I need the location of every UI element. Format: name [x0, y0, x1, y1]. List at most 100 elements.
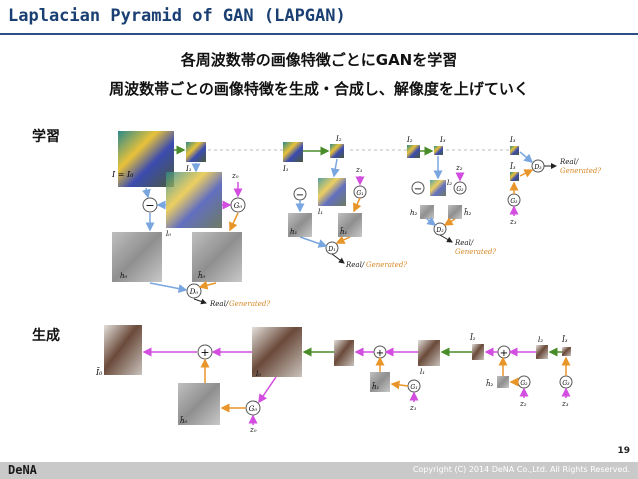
- z1-label: z₁: [355, 166, 363, 174]
- D1-generated-text: Generated?: [366, 261, 407, 269]
- gen-plus-symbol-0: +: [200, 346, 209, 359]
- gen-image-h1-tilde: [370, 372, 390, 392]
- gen-image-l1: [418, 340, 440, 366]
- arrow-G1-h1tilde: [353, 197, 362, 213]
- gen-label-l2: l₂: [538, 336, 543, 344]
- copyright-text: Copyright (C) 2014 DeNA Co.,Ltd. All Rig…: [412, 465, 630, 474]
- gen-image-I2-tilde: [472, 344, 484, 360]
- label-h1-tilde: h̃₁: [340, 227, 348, 236]
- arrow-h0tilde-D0: [198, 280, 217, 290]
- gen-label-I3-tilde: Ĩ₃: [561, 335, 568, 344]
- D3-generated-text: Generated?: [560, 167, 601, 175]
- gen-arrow-G1-h1: [390, 380, 409, 390]
- arrow-G0-h0tilde: [229, 212, 239, 232]
- D2-real-text: Real/: [454, 239, 474, 247]
- label-h0-tilde: h̃₀: [198, 271, 206, 280]
- image-h1: [288, 213, 312, 237]
- label-h0: h₀: [120, 272, 128, 280]
- arrow-I3-D3: [519, 151, 534, 163]
- arrow-h2tilde-D2: [443, 217, 456, 226]
- D2-label: D₂: [435, 227, 444, 234]
- arrow-h1-D1: [299, 236, 328, 248]
- D0-generated-text: Generated?: [229, 300, 270, 308]
- section-label-training: 学習: [32, 129, 60, 145]
- G3-label: G₃: [510, 198, 518, 205]
- z0-label: z₀: [231, 172, 239, 180]
- label-I3: I₃: [439, 136, 446, 144]
- arrow-D2-out: [439, 234, 453, 243]
- arrow-upsample-1: [330, 158, 340, 178]
- image-l1: [318, 178, 346, 206]
- image-h1-tilde: [338, 213, 362, 237]
- lapgan-diagram: I = I₀ I₁ l₀ − h₀ h̃₀ G₀ z₀: [95, 131, 601, 434]
- label-l2: l₂: [447, 179, 452, 187]
- arrow-D0-out: [193, 298, 207, 305]
- subtitle-line-2: 周波数帯ごとの画像特徴を生成・合成し、解像度を上げていく: [109, 80, 529, 98]
- gen-label-h0-tilde: h̃₀: [180, 416, 188, 425]
- gen-label-h1-tilde: h̃₁: [372, 382, 380, 391]
- generation-pyramid: Ĩ₀ + l₀ h̃₀ G₀ z₀ + l₁ h̃: [95, 325, 573, 434]
- D1-label: D₁: [327, 246, 335, 253]
- section-label-generation: 生成: [32, 328, 60, 344]
- gen-z1-label: z₁: [409, 404, 417, 412]
- gen-G3-label: G₃: [562, 380, 570, 387]
- z3-label: z₃: [509, 218, 517, 226]
- image-I2-level2: [407, 145, 420, 158]
- image-I0: [118, 131, 174, 187]
- gen-image-l2: [536, 345, 548, 359]
- gen-label-h2-tilde: h̃₂: [486, 379, 494, 388]
- minus-symbol-2: −: [414, 184, 422, 195]
- footer-bar: [0, 462, 638, 479]
- image-I1: [186, 142, 206, 162]
- company-logo: DeNA: [8, 463, 37, 477]
- gen-label-l0: l₀: [256, 370, 261, 378]
- label-h1: h₁: [290, 228, 298, 236]
- gen-z3-label: z₃: [561, 400, 569, 408]
- gen-z2-label: z₂: [519, 400, 527, 408]
- gen-z0-label: z₀: [249, 426, 257, 434]
- gen-plus-symbol-2: +: [500, 348, 508, 359]
- subtitle-line-1: 各周波数帯の画像特徴ごとにGANを学習: [180, 51, 458, 69]
- image-I2: [330, 144, 344, 158]
- arrow-h0-D0: [149, 282, 188, 293]
- image-l0: [166, 172, 222, 228]
- label-I2-level2: I₂: [406, 136, 413, 144]
- z2-label: z₂: [455, 164, 463, 172]
- slide-title: Laplacian Pyramid of GAN (LAPGAN): [8, 6, 346, 26]
- D3-label: D₃: [533, 164, 542, 171]
- label-I-eq-I0: I = I₀: [111, 170, 134, 179]
- arrow-h1tilde-D1: [335, 235, 351, 244]
- gen-image-h0-tilde: [178, 383, 220, 425]
- D2-generated-text: Generated?: [455, 248, 496, 256]
- label-l0: l₀: [166, 230, 171, 238]
- gen-label-l1: l₁: [420, 368, 425, 376]
- label-I3-tilde: Ĩ₃: [509, 162, 516, 171]
- G2-node: [453, 181, 467, 195]
- G1-label: G₁: [356, 190, 363, 197]
- arrow-h2-D2: [426, 216, 437, 226]
- gen-image-I0-tilde: [104, 325, 142, 375]
- image-h2: [420, 205, 434, 219]
- image-h0-tilde: [192, 232, 242, 282]
- D0-label: D₀: [189, 288, 199, 296]
- gen-label-I2-tilde: Ĩ₂: [469, 333, 476, 342]
- D0-real-text: Real/: [209, 300, 229, 308]
- label-I2: I₂: [335, 135, 342, 143]
- minus-symbol-1: −: [296, 190, 304, 201]
- D1-real-text: Real/: [345, 261, 365, 269]
- label-h2: h₂: [410, 209, 418, 217]
- G0-label: G₀: [234, 202, 243, 210]
- image-l2: [430, 180, 446, 196]
- gen-label-I0-tilde: Ĩ₀: [95, 368, 103, 377]
- gen-image-I3-tilde: [562, 347, 571, 356]
- gen-image-I1-tilde: [334, 340, 354, 366]
- image-I3: [434, 146, 443, 155]
- gen-G2-label: G₂: [520, 380, 528, 387]
- label-I1-level1: I₁: [282, 165, 289, 173]
- gen-G1-label: G₁: [410, 384, 417, 391]
- image-h0: [112, 232, 162, 282]
- minus-node-2: [411, 181, 425, 195]
- image-I3-tilde: [510, 172, 519, 181]
- arrow-I0-to-minus: [141, 187, 151, 199]
